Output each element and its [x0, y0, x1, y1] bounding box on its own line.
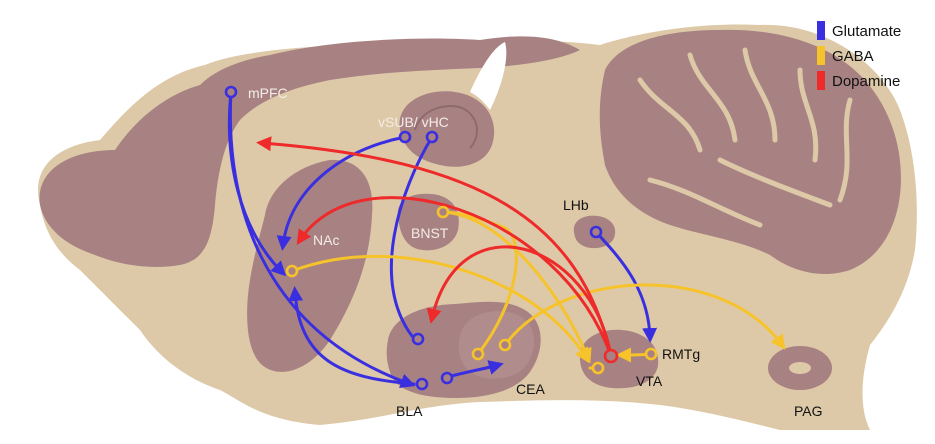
cerebellum-region [599, 29, 901, 275]
legend: Glutamate GABA Dopamine [817, 21, 901, 90]
label-lhb: LHb [563, 197, 589, 213]
node-vta-dopamine [603, 348, 619, 364]
legend-label-glutamate: Glutamate [832, 23, 901, 40]
legend-label-gaba: GABA [832, 48, 874, 65]
node-bla-cea [440, 371, 454, 385]
projection-mpfc-to-bla [228, 90, 416, 389]
ventricle [470, 42, 507, 110]
node-mpfc [224, 85, 238, 99]
label-mpfc: mPFC [248, 85, 288, 101]
neuron-nodes [224, 85, 658, 391]
label-pag: PAG [794, 403, 823, 419]
node-cea-2 [498, 338, 512, 352]
node-cea-1 [471, 347, 485, 361]
projection-vta-to-bla [426, 245, 613, 358]
projection-bnst-to-vta [441, 210, 592, 364]
node-rmtg [644, 347, 658, 361]
node-vta-gaba [591, 361, 605, 375]
projections [227, 90, 786, 389]
cea-subregion [458, 311, 535, 379]
hippocampus-inner [414, 105, 478, 149]
projection-vta-to-mpfc [256, 136, 613, 358]
node-lhb [589, 225, 603, 239]
node-bnst [436, 205, 450, 219]
projection-cea-to-pag [503, 283, 786, 350]
label-rmtg: RMTg [662, 346, 700, 362]
projection-vhc-to-bla [389, 135, 434, 338]
pag-aqueduct [789, 362, 811, 374]
legend-label-dopamine: Dopamine [832, 73, 900, 90]
cortex-region [39, 36, 580, 267]
projection-nac-to-vta [290, 254, 590, 364]
label-cea: CEA [516, 381, 545, 397]
label-vta: VTA [636, 373, 663, 389]
label-nac: NAc [313, 232, 339, 248]
node-vsub [398, 130, 412, 144]
node-bla-dorsal [411, 332, 425, 346]
node-nac [285, 264, 299, 278]
label-bnst: BNST [411, 225, 449, 241]
label-bla: BLA [396, 403, 423, 419]
node-bla-ventral [415, 377, 429, 391]
legend-item-dopamine: Dopamine [817, 71, 900, 90]
region-labels: mPFC vSUB/ vHC NAc BNST LHb RMTg VTA CEA… [248, 85, 823, 419]
legend-swatch-glutamate [817, 21, 825, 40]
cerebellar-folia [637, 47, 853, 228]
projection-lhb-to-rmtg [594, 230, 658, 343]
node-vhc [425, 130, 439, 144]
legend-swatch-dopamine [817, 71, 825, 90]
legend-item-glutamate: Glutamate [817, 21, 901, 40]
projection-vta-to-nac [296, 196, 613, 358]
label-vsub-vhc: vSUB/ vHC [378, 114, 449, 130]
projection-vsub-to-nac [276, 135, 407, 251]
projection-bla-to-nac [288, 286, 416, 386]
legend-swatch-gaba [817, 46, 825, 65]
legend-item-gaba: GABA [817, 46, 874, 65]
